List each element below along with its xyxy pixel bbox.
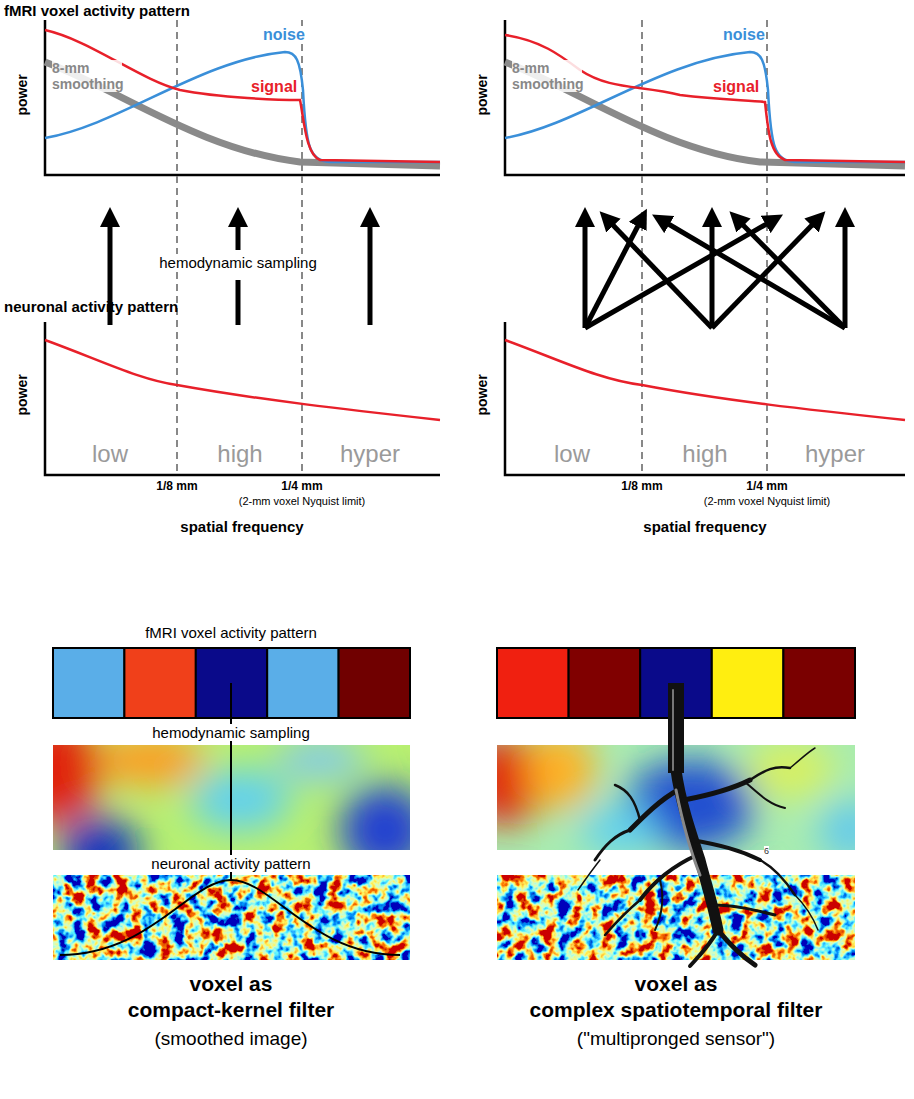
tick-note: (2-mm voxel Nyquist limit) bbox=[239, 495, 366, 508]
band-label: hyper bbox=[805, 440, 865, 468]
neuronal-pattern bbox=[497, 875, 855, 960]
vessel-tree bbox=[578, 683, 818, 966]
caption-note: ("multipronged sensor") bbox=[577, 1028, 775, 1050]
neuronal-pattern bbox=[53, 875, 410, 960]
panel-title: neuronal activity pattern bbox=[4, 298, 178, 315]
band-label: hyper bbox=[340, 440, 400, 468]
caption-note: (smoothed image) bbox=[154, 1028, 307, 1050]
curve-label: noise bbox=[722, 26, 766, 44]
row-label: fMRI voxel activity pattern bbox=[143, 624, 319, 641]
curve-label: 8-mm smoothing bbox=[512, 60, 582, 92]
band-label: high bbox=[682, 440, 727, 468]
plot-axes bbox=[45, 20, 905, 475]
curve-label: signal bbox=[712, 78, 760, 96]
band-dividers bbox=[177, 20, 767, 475]
panel-title: fMRI voxel activity pattern bbox=[4, 2, 190, 19]
curve-label: signal bbox=[250, 78, 298, 96]
axis-label: power bbox=[14, 374, 30, 415]
curve-label: 8-mm smoothing bbox=[52, 60, 122, 92]
caption: voxel as bbox=[635, 972, 718, 996]
row-label: hemodynamic sampling bbox=[150, 724, 312, 741]
spectra bbox=[45, 30, 905, 420]
axis-label: power bbox=[14, 74, 30, 115]
band-label: low bbox=[554, 440, 590, 468]
axis-label: power bbox=[474, 374, 490, 415]
sampling-arrows bbox=[110, 222, 845, 328]
axis-label: spatial frequency bbox=[643, 518, 766, 535]
sampling-line bbox=[230, 683, 232, 880]
caption: voxel as bbox=[190, 972, 273, 996]
arrow-label: hemodynamic sampling bbox=[157, 254, 319, 271]
caption: complex spatiotemporal filter bbox=[530, 998, 823, 1022]
tick-note: (2-mm voxel Nyquist limit) bbox=[704, 495, 831, 508]
axis-label: spatial frequency bbox=[180, 518, 303, 535]
tick-label: 1/4 mm bbox=[746, 480, 787, 494]
tick-label: 1/4 mm bbox=[281, 480, 322, 494]
tick-label: 1/8 mm bbox=[621, 480, 662, 494]
band-label: low bbox=[92, 440, 128, 468]
tick-label: 1/8 mm bbox=[156, 480, 197, 494]
caption: compact-kernel filter bbox=[128, 998, 335, 1022]
kernel-curve bbox=[60, 880, 400, 955]
band-label: high bbox=[217, 440, 262, 468]
callout-number: 6 bbox=[764, 846, 769, 856]
row-label: neuronal activity pattern bbox=[149, 855, 312, 872]
axis-label: power bbox=[474, 74, 490, 115]
curve-label: noise bbox=[262, 26, 306, 44]
